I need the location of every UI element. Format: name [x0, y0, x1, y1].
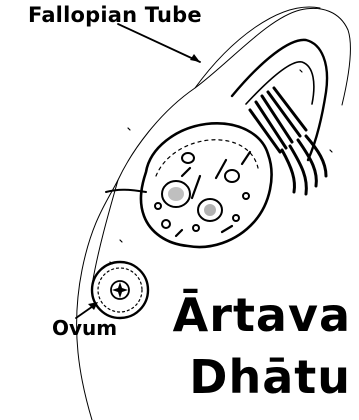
fallopian-tube-label: Fallopian Tube	[28, 3, 202, 27]
title-line-2: Dhātu	[189, 350, 351, 404]
fallopian-tube-arrowhead	[190, 54, 200, 62]
ovum-label: Ovum	[52, 316, 117, 340]
ovum	[92, 262, 148, 318]
title-line-1: Ārtava	[173, 288, 351, 342]
ovary-inner-rim	[156, 140, 258, 176]
ovary	[141, 123, 272, 247]
fallopian-tube-leader	[118, 24, 200, 62]
follicles	[155, 153, 249, 231]
ovary-texture	[176, 152, 250, 236]
tube-upper-edge	[195, 7, 320, 88]
